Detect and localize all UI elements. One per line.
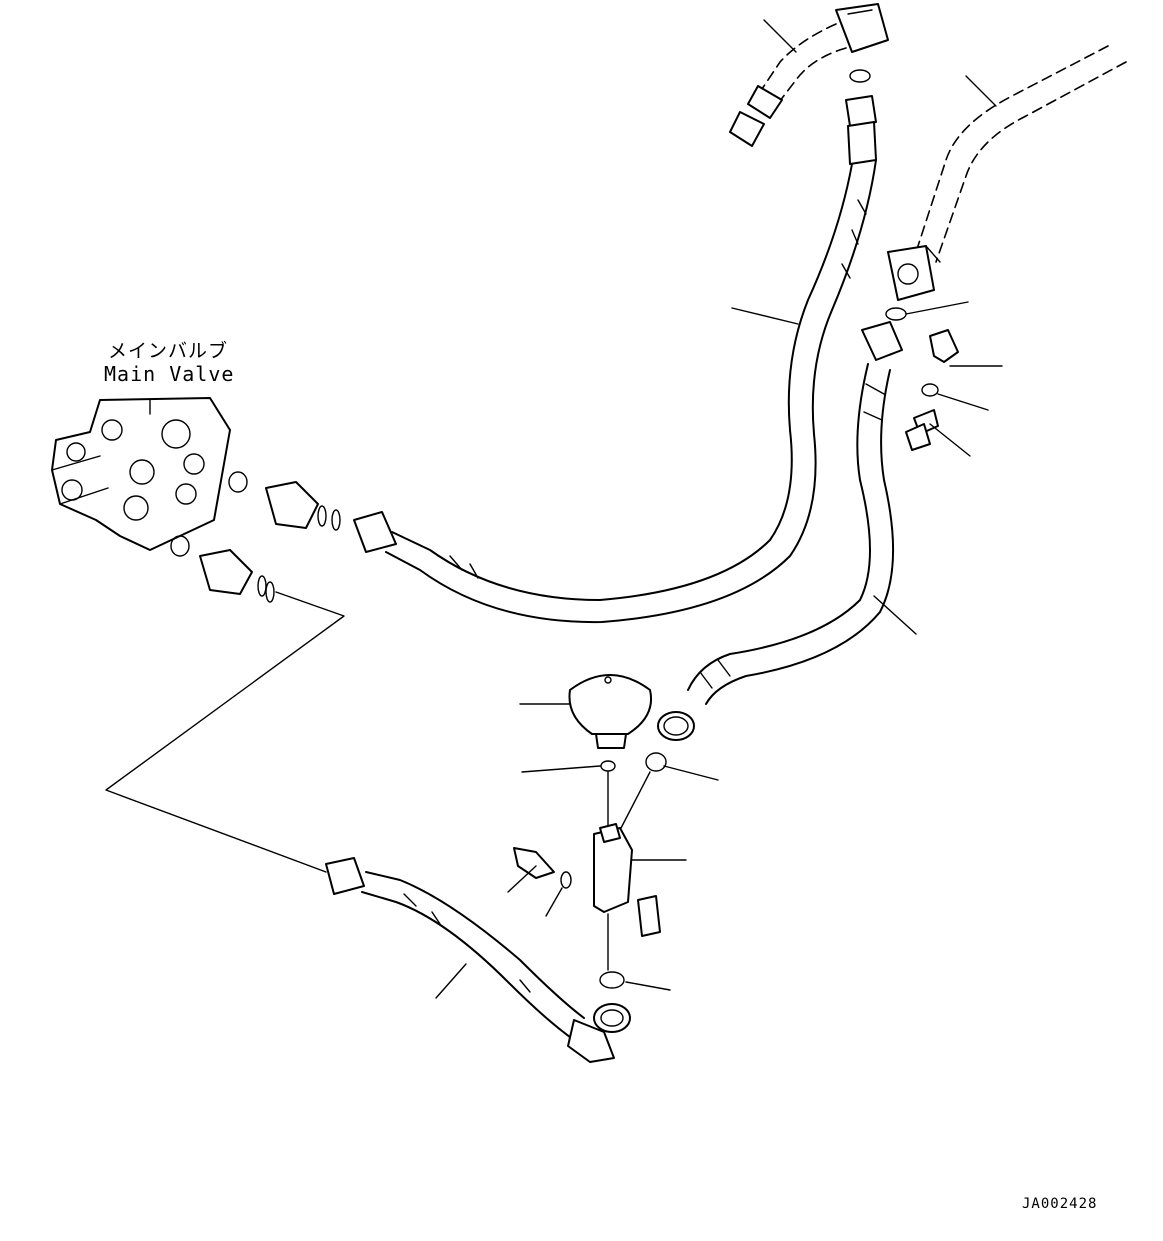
valve-connection-line <box>105 591 345 873</box>
main-valve-body <box>51 397 231 551</box>
leader-line <box>625 981 671 991</box>
upper-right-tube-dashed <box>887 45 1127 301</box>
lower-hose <box>325 857 631 1063</box>
upper-elbow-hose-dashed <box>729 3 889 147</box>
main-valve-label-japanese: メインバルブ <box>108 340 229 362</box>
leader-line <box>763 19 797 53</box>
leader-line <box>905 301 969 315</box>
leader-line <box>929 423 971 457</box>
leader-line <box>873 595 917 635</box>
leader-line <box>435 963 467 999</box>
leader-line <box>965 75 997 107</box>
accumulator-block <box>513 752 667 989</box>
leader-line <box>937 393 989 411</box>
leader-line <box>731 307 799 325</box>
leader-line <box>545 887 563 917</box>
long-hose <box>353 95 877 624</box>
leader-line <box>663 765 719 781</box>
accumulator <box>568 674 652 749</box>
main-valve-label-english: Main Valve <box>104 362 235 386</box>
flange-clamp-set <box>885 307 959 451</box>
leader-line <box>521 765 601 773</box>
top-o-ring <box>849 69 871 83</box>
drawing-id: JA002428 <box>1022 1196 1098 1212</box>
leader-line <box>507 865 537 893</box>
callout-leaders <box>435 19 1003 999</box>
middle-hose <box>657 321 903 741</box>
valve-adapters <box>170 471 341 603</box>
